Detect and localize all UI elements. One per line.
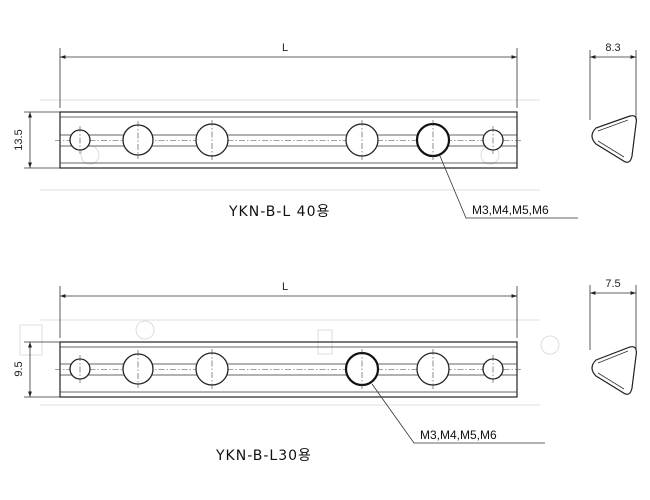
part-caption: YKN-B-L30용 [215,448,312,464]
length-label: L [282,42,288,54]
hole-size-callout: M3,M4,M5,M6 [420,428,497,442]
height-label: 9.5 [13,361,25,376]
ghost-background [19,99,560,406]
callout-leader [371,383,545,444]
part-caption: YKN-B-L 40용 [228,204,330,220]
height-label: 13.5 [13,129,25,150]
length-label: L [282,281,288,293]
width-label: 7.5 [605,278,620,290]
part-ykn-b-l30: L 9.5 M3,M4,M5,M6 YKN-B-L30용 7.5 [13,278,637,464]
bar-body [59,111,518,169]
side-profile [591,115,637,163]
width-label: 8.3 [605,42,620,54]
part-ykn-b-l40: L 13.5 M3,M4,M5,M6 YKN-B-L 40용 [13,42,637,220]
hole-size-callout: M3,M4,M5,M6 [472,203,549,217]
side-profile [591,346,637,395]
callout-leader [439,155,578,219]
